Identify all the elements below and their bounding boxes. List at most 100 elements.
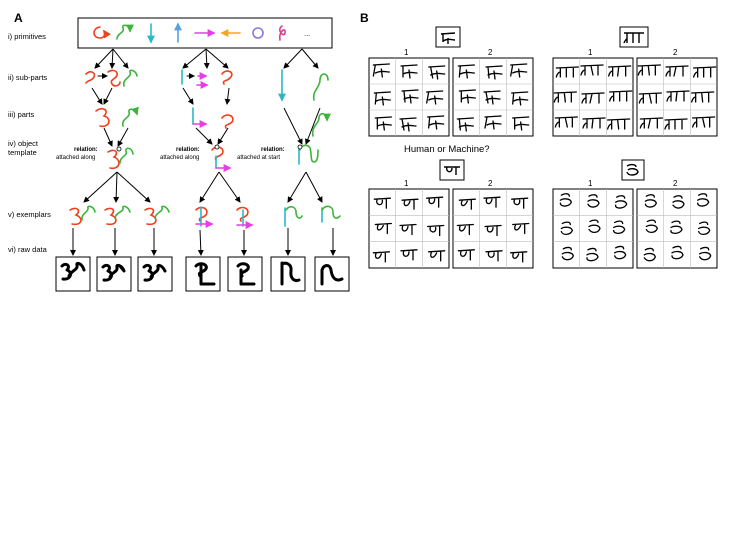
grid-1-character bbox=[399, 117, 417, 132]
grid-8-frame bbox=[636, 188, 718, 269]
panel-b-label: B bbox=[360, 11, 369, 25]
grid-6-character bbox=[512, 222, 530, 235]
exemplar-1-3-green bbox=[154, 205, 170, 219]
primitive-purple-circle bbox=[252, 27, 264, 39]
grid-5-character bbox=[399, 223, 417, 236]
grid-6-character bbox=[483, 196, 501, 208]
grid-1-character bbox=[372, 63, 390, 78]
grid-8-character bbox=[698, 221, 711, 236]
template-green-1 bbox=[119, 147, 134, 164]
grid-7-frame bbox=[552, 188, 634, 269]
subpart-red-1 bbox=[85, 71, 96, 84]
grid-8-character bbox=[699, 246, 712, 261]
grid-8-character bbox=[697, 193, 710, 207]
human-or-machine-question: Human or Machine? bbox=[404, 144, 490, 155]
grid-6-character bbox=[456, 223, 474, 236]
grid-1-character bbox=[374, 116, 392, 131]
grid-3-character bbox=[580, 64, 604, 76]
primitives-box bbox=[77, 17, 333, 49]
grid-3-character bbox=[607, 118, 631, 130]
relation-3-title: relation: bbox=[261, 147, 285, 153]
svg-text:1: 1 bbox=[404, 48, 409, 57]
grid-4-character bbox=[637, 64, 661, 76]
row-label-template-2: template bbox=[8, 148, 37, 157]
grid-6-character bbox=[458, 198, 476, 210]
grid-2-character bbox=[512, 116, 530, 131]
grid-5-character bbox=[428, 250, 446, 262]
grid-2-frame bbox=[452, 57, 534, 137]
grid-8-character bbox=[672, 195, 685, 209]
exemplar-1-3-red bbox=[144, 207, 157, 226]
relation-1-desc: attached along bbox=[56, 155, 95, 161]
grid-1-character bbox=[426, 90, 444, 105]
subpart-green-3 bbox=[312, 73, 329, 101]
grid-numbers: 1 2 1 2 1 2 1 2 bbox=[404, 48, 678, 188]
grid-3-character bbox=[554, 116, 578, 128]
grid-8-character bbox=[671, 245, 684, 260]
subpart-red-2 bbox=[107, 69, 121, 87]
tree-1-strokes bbox=[69, 69, 170, 226]
exemplar-3-1-green bbox=[285, 206, 303, 219]
grid-5-character bbox=[372, 251, 390, 263]
svg-text:2: 2 bbox=[488, 48, 493, 57]
subpart-green-1 bbox=[122, 69, 138, 87]
grid-3-character bbox=[608, 65, 632, 77]
row-label-exemplars: v) exemplars bbox=[8, 210, 51, 219]
svg-text:1: 1 bbox=[588, 179, 593, 188]
grid-7-character bbox=[560, 221, 574, 236]
grid-2-character bbox=[483, 90, 501, 105]
grid-4-character bbox=[664, 118, 688, 130]
grid-1-frame bbox=[368, 57, 450, 137]
primitives-ellipsis: ... bbox=[304, 29, 310, 38]
grid-5-frame bbox=[368, 188, 450, 269]
grid-5-character bbox=[401, 198, 419, 210]
row-label-primitives: i) primitives bbox=[8, 32, 46, 41]
exemplar-2-2-red bbox=[236, 206, 249, 222]
grid-3-character bbox=[553, 91, 577, 103]
relation-1-title: relation: bbox=[74, 147, 98, 153]
grid-2-character bbox=[457, 64, 475, 79]
row-label-raw: vi) raw data bbox=[8, 245, 48, 254]
grid-4-character bbox=[638, 92, 662, 104]
grid-7-character bbox=[614, 245, 627, 260]
primitive-strokes bbox=[93, 22, 286, 44]
exemplar-1-1-red bbox=[69, 207, 82, 226]
svg-text:1: 1 bbox=[588, 48, 593, 57]
grid-8-character bbox=[644, 194, 658, 208]
grid-3-character bbox=[555, 66, 579, 78]
tree-2-strokes bbox=[181, 69, 254, 229]
subpart-red-3 bbox=[221, 70, 233, 85]
grid-4-character bbox=[692, 116, 716, 128]
grid-3-character bbox=[582, 117, 606, 129]
row-label-subparts: ii) sub-parts bbox=[8, 73, 47, 82]
grid-8-character bbox=[670, 220, 683, 235]
grid-4-character bbox=[665, 65, 689, 77]
grid-7-character bbox=[613, 220, 626, 235]
panel-a-label: A bbox=[14, 11, 23, 25]
raw-data-boxes bbox=[55, 256, 350, 292]
grid-8-character bbox=[645, 219, 659, 234]
grid-1-character bbox=[400, 64, 418, 79]
part-red-2 bbox=[221, 114, 234, 129]
svg-text:2: 2 bbox=[673, 48, 678, 57]
tree-arrows bbox=[70, 48, 336, 256]
primitive-pink-loop bbox=[278, 25, 286, 41]
grid-6-character bbox=[484, 224, 502, 237]
row-label-parts: iii) parts bbox=[8, 110, 35, 119]
grid-2-character bbox=[485, 65, 503, 80]
grid-2-character bbox=[456, 117, 474, 132]
template-red-1 bbox=[107, 149, 120, 170]
grid-4-character bbox=[691, 91, 715, 103]
grid-4-character bbox=[666, 90, 690, 102]
grid-5-character bbox=[373, 197, 391, 209]
grid-3-character bbox=[581, 92, 605, 104]
grid-5-character bbox=[374, 222, 392, 235]
grid-1-character bbox=[428, 65, 446, 80]
grid-7-character bbox=[586, 247, 599, 262]
grid-3-frame bbox=[552, 57, 634, 137]
part-green-1 bbox=[121, 106, 139, 127]
grid-1-character bbox=[401, 89, 419, 104]
grid-7-character bbox=[615, 195, 628, 209]
svg-text:2: 2 bbox=[488, 179, 493, 188]
